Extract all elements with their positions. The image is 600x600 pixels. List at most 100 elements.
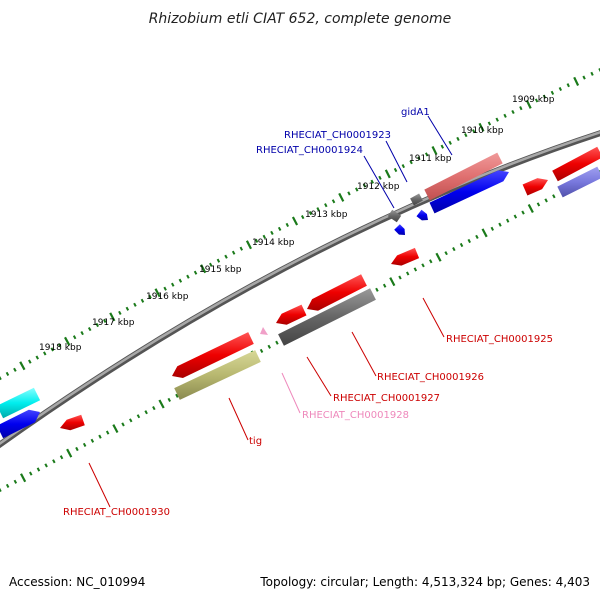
gene-bar-right-small[interactable] bbox=[522, 178, 548, 196]
inner-minor-tick bbox=[5, 483, 10, 488]
inner-minor-tick bbox=[513, 214, 518, 219]
gene-bar-rheciat-ch0001930[interactable] bbox=[60, 414, 85, 431]
gene-label-tig[interactable]: tig bbox=[249, 436, 262, 447]
gene-label-rheciat-ch0001927[interactable]: RHECIAT_CH0001927 bbox=[333, 393, 440, 404]
gene-bar-small-grey[interactable] bbox=[387, 209, 402, 223]
outer-minor-tick bbox=[519, 106, 523, 111]
outer-minor-tick bbox=[324, 203, 328, 208]
outer-major-tick bbox=[245, 240, 252, 250]
outer-major-tick bbox=[338, 192, 345, 202]
gene-bar-rheciat-ch0001928[interactable] bbox=[260, 327, 268, 335]
outer-minor-tick bbox=[80, 331, 84, 336]
inner-minor-tick bbox=[452, 247, 456, 252]
gene-bar-gidA1-shadow[interactable] bbox=[424, 152, 503, 201]
gene-bar-rheciat-ch0001926[interactable] bbox=[278, 288, 376, 346]
outer-minor-tick bbox=[178, 278, 183, 283]
gene-label-rheciat-ch0001925[interactable]: RHECIAT_CH0001925 bbox=[446, 334, 553, 345]
outer-minor-tick bbox=[209, 262, 213, 267]
gene-label-rheciat-ch0001924[interactable]: RHECIAT_CH0001924 bbox=[256, 145, 363, 156]
tick-label-1915: 1915 kbp bbox=[199, 265, 242, 275]
inner-minor-tick bbox=[29, 471, 33, 476]
map-title: Rhizobium etli CIAT 652, complete genome bbox=[149, 11, 452, 27]
gene-bar-gidA1[interactable] bbox=[429, 170, 510, 214]
tick-label-1916: 1916 kbp bbox=[146, 292, 189, 302]
gene-bar-rheciat-ch0001923[interactable] bbox=[410, 193, 423, 206]
outer-minor-tick bbox=[409, 160, 413, 165]
outer-minor-tick bbox=[13, 367, 17, 372]
outer-minor-tick bbox=[125, 306, 130, 311]
outer-minor-tick bbox=[50, 347, 54, 352]
gene-bar-rheciat-ch0001927[interactable] bbox=[276, 304, 307, 325]
inner-minor-tick bbox=[413, 267, 418, 272]
tick-label-1917: 1917 kbp bbox=[92, 318, 135, 328]
inner-minor-tick bbox=[105, 430, 110, 435]
gene-bar-left-blue[interactable] bbox=[0, 409, 40, 439]
outer-minor-tick bbox=[448, 140, 452, 145]
inner-minor-tick bbox=[275, 340, 279, 345]
tick-label-1910: 1910 kbp bbox=[461, 126, 504, 136]
outer-minor-tick bbox=[417, 156, 421, 161]
outer-minor-tick bbox=[285, 222, 289, 228]
outer-minor-tick bbox=[511, 109, 515, 115]
gene-bar-right-red[interactable] bbox=[552, 146, 600, 182]
inner-minor-tick bbox=[36, 467, 41, 472]
leader-rheciat-ch0001930 bbox=[88, 462, 111, 508]
inner-minor-tick bbox=[144, 410, 148, 415]
gene-bar-tig-upper[interactable] bbox=[172, 332, 254, 378]
outer-minor-tick bbox=[262, 234, 266, 239]
gene-bar-rheciat-ch0001926-upper[interactable] bbox=[307, 274, 367, 311]
outer-minor-tick bbox=[35, 355, 39, 360]
outer-minor-tick bbox=[316, 207, 320, 212]
leader-rheciat-ch0001928 bbox=[281, 372, 301, 414]
tick-label-1912: 1912 kbp bbox=[357, 182, 400, 192]
inner-minor-tick bbox=[536, 202, 541, 207]
outer-minor-tick bbox=[590, 71, 594, 76]
outer-major-tick bbox=[431, 146, 438, 156]
gene-bar-left-cyan[interactable] bbox=[0, 387, 41, 419]
inner-major-tick bbox=[527, 203, 534, 214]
inner-minor-tick bbox=[444, 251, 448, 256]
gene-label-gidA1[interactable]: gidA1 bbox=[401, 107, 430, 118]
inner-minor-tick bbox=[544, 198, 548, 203]
gene-label-rheciat-ch0001930[interactable]: RHECIAT_CH0001930 bbox=[63, 507, 170, 518]
gene-bar-right-lavender[interactable] bbox=[557, 166, 600, 198]
outer-minor-tick bbox=[355, 187, 359, 192]
inner-minor-tick bbox=[98, 434, 102, 439]
inner-major-tick bbox=[66, 448, 73, 458]
tick-label-1918: 1918 kbp bbox=[39, 343, 82, 353]
outer-minor-tick bbox=[193, 270, 198, 275]
gene-label-rheciat-ch0001923[interactable]: RHECIAT_CH0001923 bbox=[284, 130, 391, 141]
gene-label-rheciat-ch0001926[interactable]: RHECIAT_CH0001926 bbox=[377, 372, 484, 383]
leader-rheciat-ch0001924 bbox=[363, 155, 395, 209]
gene-labels: gidA1 RHECIAT_CH0001923 RHECIAT_CH000192… bbox=[63, 107, 553, 518]
leader-rheciat-ch0001923 bbox=[385, 140, 408, 183]
inner-major-tick bbox=[435, 252, 442, 262]
outer-major-tick bbox=[478, 122, 485, 132]
leader-rheciat-ch0001926 bbox=[351, 331, 377, 377]
outer-minor-tick bbox=[393, 167, 398, 173]
gene-bar-tig[interactable] bbox=[174, 350, 261, 400]
outer-minor-tick bbox=[558, 86, 563, 92]
inner-major-tick bbox=[112, 424, 119, 434]
outer-minor-tick bbox=[133, 302, 137, 307]
inner-minor-tick bbox=[75, 446, 79, 452]
outer-minor-tick bbox=[163, 286, 167, 291]
outer-major-tick bbox=[154, 288, 161, 298]
outer-minor-tick bbox=[277, 226, 282, 231]
outer-minor-tick bbox=[503, 113, 507, 118]
inner-minor-tick bbox=[475, 234, 479, 239]
outer-minor-tick bbox=[378, 175, 382, 180]
gene-label-rheciat-ch0001928[interactable]: RHECIAT_CH0001928 bbox=[302, 410, 409, 421]
inner-minor-tick bbox=[506, 218, 510, 223]
leader-rheciat-ch0001925 bbox=[422, 297, 445, 338]
inner-minor-tick bbox=[259, 348, 264, 353]
gene-bar-rheciat-ch0001924[interactable] bbox=[394, 224, 405, 235]
inner-major-tick bbox=[389, 277, 396, 287]
outer-minor-tick bbox=[216, 258, 221, 263]
gene-bar-blue-small[interactable] bbox=[416, 209, 429, 221]
outer-minor-tick bbox=[487, 121, 492, 126]
gene-bar-rheciat-ch0001925[interactable] bbox=[391, 247, 420, 266]
inner-minor-tick bbox=[175, 393, 179, 398]
outer-minor-tick bbox=[308, 211, 313, 216]
